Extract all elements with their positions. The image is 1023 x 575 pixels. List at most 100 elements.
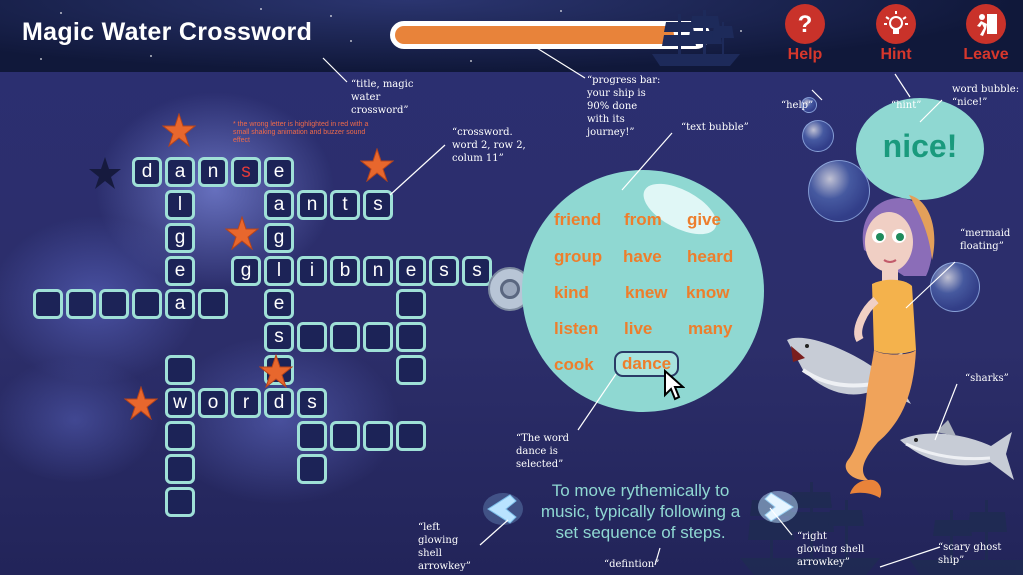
starfish-icon — [162, 113, 196, 147]
crossword-cell[interactable]: i — [297, 256, 327, 286]
crossword-cell-empty[interactable] — [363, 322, 393, 352]
crossword-cell-empty[interactable] — [165, 421, 195, 451]
word-option[interactable]: group — [554, 247, 603, 266]
progress-fill — [395, 26, 674, 44]
annotation-help: “help” — [781, 100, 814, 111]
crossword-cell[interactable]: e — [396, 256, 426, 286]
crossword-cell-empty[interactable] — [165, 355, 195, 385]
crossword-cell[interactable]: s — [429, 256, 459, 286]
crossword-cell[interactable]: r — [231, 388, 261, 418]
bubble-icon — [802, 120, 834, 152]
annotation-title: “title, magic water crossword” — [351, 79, 414, 116]
word-option[interactable]: have — [623, 247, 662, 266]
crossword-cell[interactable]: e — [264, 289, 294, 319]
annotation-word-bubble: word bubble: “nice!” — [952, 84, 1020, 108]
crossword-cell[interactable]: a — [165, 289, 195, 319]
crossword-cell[interactable]: b — [330, 256, 360, 286]
word-definition: To move rythemically to music, typically… — [540, 481, 741, 542]
word-option[interactable]: friend — [554, 210, 602, 229]
crossword-cell[interactable]: a — [264, 190, 294, 220]
crossword-cell-empty[interactable] — [330, 421, 360, 451]
crossword-cell-empty[interactable] — [297, 322, 327, 352]
question-icon: ? — [798, 11, 813, 37]
right-shell-arrow-icon[interactable] — [757, 489, 799, 525]
shark-icon — [900, 420, 1014, 480]
crossword-cell[interactable]: g — [264, 223, 294, 253]
word-option[interactable]: cook — [554, 355, 594, 374]
crossword-cell-empty[interactable] — [330, 322, 360, 352]
crossword-cell[interactable]: l — [264, 256, 294, 286]
crossword-cell[interactable]: t — [330, 190, 360, 220]
crossword-cell[interactable]: s — [264, 322, 294, 352]
crossword-cell-wrong[interactable]: s — [231, 157, 261, 187]
crossword-cell[interactable]: n — [297, 190, 327, 220]
crossword-cell[interactable]: g — [231, 256, 261, 286]
word-option[interactable]: heard — [687, 247, 734, 266]
word-bubble-text: nice! — [882, 128, 958, 164]
annotation-right-arrow: “right glowing shell arrowkey” — [797, 531, 865, 568]
crossword-cell[interactable]: a — [165, 157, 195, 187]
word-option[interactable]: live — [624, 319, 653, 338]
left-shell-arrow-icon[interactable] — [482, 491, 524, 527]
word-option[interactable]: from — [624, 210, 662, 229]
word-option[interactable]: give — [687, 210, 722, 229]
hint-label: Hint — [880, 46, 912, 63]
dark-star-icon — [89, 157, 121, 189]
crossword-cell-empty[interactable] — [66, 289, 96, 319]
crossword-cell-empty[interactable] — [396, 355, 426, 385]
mermaid-icon — [845, 195, 935, 498]
crossword-cell[interactable]: s — [297, 388, 327, 418]
starfish-icon — [124, 386, 158, 420]
crossword-cell-empty[interactable] — [165, 454, 195, 484]
crossword-cell[interactable]: l — [165, 190, 195, 220]
crossword-cell[interactable]: s — [462, 256, 492, 286]
word-bubble: nice! — [856, 98, 984, 200]
crossword-cell-empty[interactable] — [396, 322, 426, 352]
crossword-cell[interactable]: d — [264, 388, 294, 418]
crossword-cell-empty[interactable] — [297, 421, 327, 451]
starfish-icon — [360, 148, 394, 182]
bubble-icon — [808, 160, 870, 222]
crossword-cell-empty[interactable] — [99, 289, 129, 319]
crossword-cell[interactable]: g — [165, 223, 195, 253]
word-option[interactable]: many — [688, 319, 733, 338]
starfish-icon — [225, 216, 259, 250]
leave-button[interactable]: Leave — [951, 4, 1021, 64]
word-option[interactable]: kind — [554, 283, 589, 302]
annotation-hint: “hint” — [891, 100, 922, 111]
crossword-cell-empty[interactable] — [363, 421, 393, 451]
crossword-cell-empty[interactable] — [132, 289, 162, 319]
crossword-cell[interactable]: e — [165, 256, 195, 286]
bubble-icon — [801, 97, 817, 113]
crossword-cell[interactable]: d — [132, 157, 162, 187]
annotation-mermaid: “mermaid floating” — [960, 228, 1011, 252]
annotation-left-arrow: “left glowing shell arrowkey” — [418, 522, 471, 572]
crossword-cell[interactable]: o — [198, 388, 228, 418]
crossword-cell-empty[interactable] — [33, 289, 63, 319]
word-option[interactable]: listen — [554, 319, 599, 338]
exit-icon — [977, 14, 997, 36]
crossword-cell-empty[interactable] — [198, 289, 228, 319]
annotation-crossword: “crossword. word 2, row 2, colum 11” — [452, 127, 526, 164]
crossword-cell-empty[interactable] — [165, 487, 195, 517]
annotation-progress: “progress bar: your ship is 90% done wit… — [587, 75, 661, 138]
ship-icon — [652, 10, 740, 66]
leave-label: Leave — [963, 46, 1009, 63]
crossword-cell[interactable]: w — [165, 388, 195, 418]
crossword-cell-empty[interactable] — [396, 289, 426, 319]
help-label: Help — [787, 46, 823, 63]
hint-button[interactable]: Hint — [861, 4, 931, 64]
word-option[interactable]: knew — [625, 283, 668, 302]
crossword-cell[interactable]: n — [363, 256, 393, 286]
help-button[interactable]: ? Help — [770, 4, 840, 64]
crossword-cell-empty[interactable] — [297, 454, 327, 484]
crossword-cell[interactable]: s — [363, 190, 393, 220]
wrong-letter-note: * the wrong letter is highlighted in red… — [233, 121, 369, 144]
crossword-cell[interactable]: e — [264, 157, 294, 187]
word-option[interactable]: know — [686, 283, 730, 302]
annotation-selected: “The word dance is selected” — [516, 433, 570, 470]
crossword-cell[interactable]: n — [198, 157, 228, 187]
crossword-cell-empty[interactable] — [396, 421, 426, 451]
